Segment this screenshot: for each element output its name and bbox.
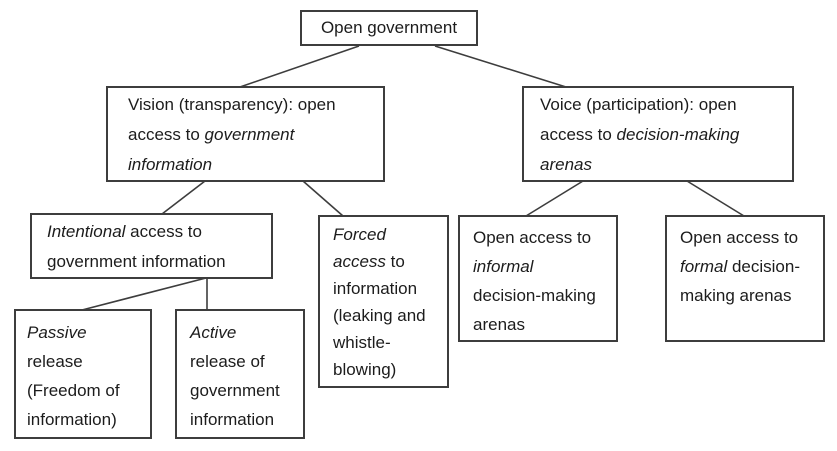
edge-vision-to-intentional xyxy=(161,180,206,215)
node-text-italic: information xyxy=(128,155,213,174)
node-text: decision-making xyxy=(473,286,596,305)
edge-open-government-to-voice xyxy=(434,45,567,88)
node-text: information xyxy=(333,279,418,298)
node-text: (leaking and xyxy=(333,306,426,325)
edge-vision-to-forced xyxy=(302,180,344,217)
edge-intentional-to-passive xyxy=(81,277,207,311)
node-text: making arenas xyxy=(680,286,792,305)
node-text: information xyxy=(190,410,275,429)
edge-voice-to-formal xyxy=(686,180,745,217)
node-text-italic: formal xyxy=(680,257,728,276)
edge-voice-to-informal xyxy=(525,180,584,217)
node-text: access to xyxy=(125,222,202,241)
node-text: release of xyxy=(190,352,265,371)
node-text-italic: Passive xyxy=(27,323,87,342)
node-text-italic: arenas xyxy=(540,155,592,174)
node-text-italic: Forced xyxy=(333,225,386,244)
node-text-italic: Active xyxy=(190,323,237,342)
node-text: information) xyxy=(27,410,117,429)
node-informal-arenas: Open access to informal decision-making … xyxy=(458,215,618,342)
node-text-italic: Intentional xyxy=(47,222,126,241)
node-text-italic: access xyxy=(333,252,386,271)
node-forced-access: Forced access to information (leaking an… xyxy=(318,215,449,388)
node-text-italic: informal xyxy=(473,257,534,276)
node-text: government xyxy=(190,381,280,400)
node-passive-release: Passive release (Freedom of information) xyxy=(14,309,152,439)
node-vision-transparency: Vision (transparency): open access to go… xyxy=(106,86,385,182)
edge-open-government-to-vision xyxy=(239,45,360,88)
node-intentional-access: Intentional access to government informa… xyxy=(30,213,273,279)
node-text: arenas xyxy=(473,315,525,334)
node-text: to xyxy=(385,252,405,271)
node-voice-participation: Voice (participation): open access to de… xyxy=(522,86,794,182)
node-formal-arenas: Open access to formal decision- making a… xyxy=(665,215,825,342)
node-text: blowing) xyxy=(333,360,397,379)
node-open-government: Open government xyxy=(300,10,478,46)
node-text: Open access to xyxy=(680,228,799,247)
node-text: Open access to xyxy=(473,228,592,247)
node-text: access to xyxy=(128,125,205,144)
node-text-italic: decision-making xyxy=(616,125,740,144)
node-text: whistle- xyxy=(333,333,391,352)
node-text: Open government xyxy=(320,18,458,37)
node-text-italic: government xyxy=(204,125,295,144)
node-text: (Freedom of xyxy=(27,381,120,400)
node-text: Voice (participation): open xyxy=(540,95,737,114)
node-text: access to xyxy=(540,125,617,144)
node-text: Vision (transparency): open xyxy=(128,95,336,114)
node-text: decision- xyxy=(727,257,800,276)
node-active-release: Active release of government information xyxy=(175,309,305,439)
node-text: release xyxy=(27,352,83,371)
node-text: government information xyxy=(47,252,226,271)
